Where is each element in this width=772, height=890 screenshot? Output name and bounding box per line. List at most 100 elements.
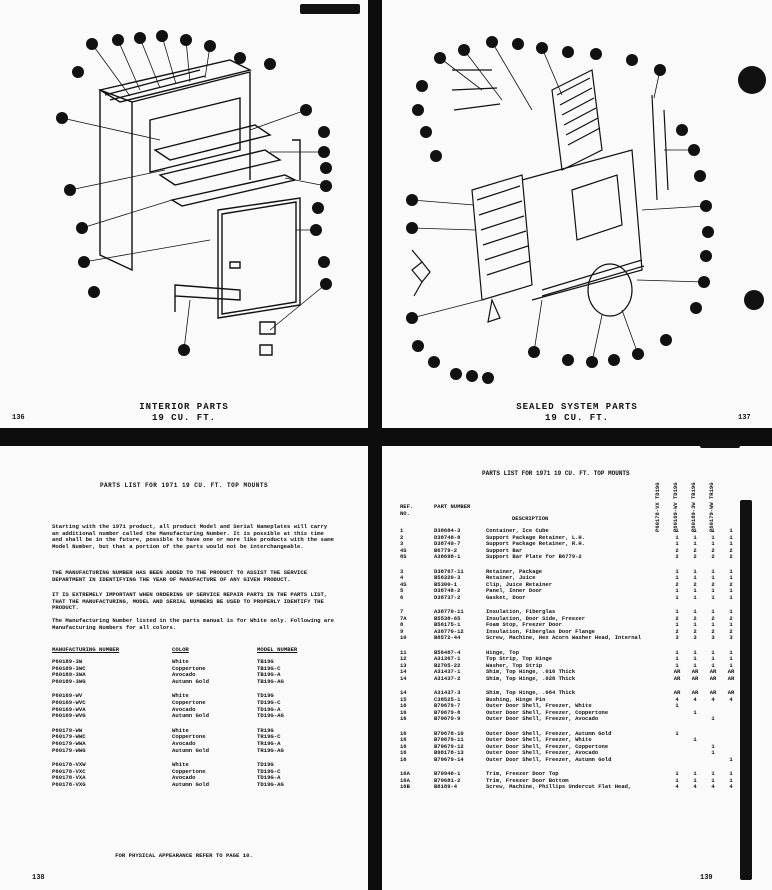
qty-cell: 1: [711, 742, 715, 750]
ref-number-cell: 16: [400, 715, 407, 722]
qty-cell: 1: [711, 655, 715, 662]
part-number-cell: D38767-11: [434, 567, 464, 575]
part-number-cell: A31367-1: [434, 655, 461, 662]
ref-number-cell: 16B: [400, 783, 410, 790]
description-cell: Insulation, Fiberglas Door Flange: [486, 628, 595, 635]
qty-cell: 4: [693, 695, 697, 703]
qty-cell: 1: [729, 533, 733, 541]
qty-cell: AR: [709, 674, 717, 682]
qty-cell: AR: [691, 674, 699, 682]
qty-cell: 2: [711, 580, 715, 588]
page-number-139: 139: [700, 874, 713, 882]
manufacturing-number-cell: P60189-3WC: [52, 664, 86, 672]
part-number-cell: C38525-1: [434, 695, 461, 703]
ref-number-cell: 16: [400, 736, 407, 743]
qty-cell: AR: [727, 668, 735, 675]
manufacturing-number-cell: P60179-WWG: [52, 746, 86, 754]
part-number-cell: B70679-8: [434, 708, 461, 716]
page-number-136: 136: [12, 414, 25, 422]
qty-cell: 1: [675, 648, 679, 656]
qty-cell: 2: [729, 614, 733, 622]
part-number-cell: D38737-2: [434, 593, 461, 601]
header-model-number: MODEL NUMBER: [257, 646, 298, 653]
part-number-cell: B98178-13: [434, 749, 464, 756]
interior-caption-line2: 19 CU. FT.: [151, 413, 216, 423]
description-cell: Outer Door Shell, Freezer, Avocado: [486, 750, 599, 756]
description-cell: Panel, Inner Door: [486, 588, 543, 594]
manufacturing-number-cell: P60178-VXG: [52, 780, 86, 788]
model-number-cell: TD19G-C: [257, 767, 281, 775]
manufacturing-number-cell: P60169-WV: [52, 692, 83, 700]
parts-list-page: PARTS LIST FOR 1971 19 CU. FT. TOP MOUNT…: [382, 446, 772, 890]
color-cell: White: [172, 761, 189, 769]
column-header-ref: REF. NO.: [400, 503, 414, 517]
color-cell: Autumn Gold: [172, 677, 209, 685]
description-cell: Shim, Top Hinge, .028 Thick: [486, 675, 576, 682]
sealed-caption-line2: 19 CU. FT.: [544, 413, 609, 423]
table-row: 9 A38770-12 Insulation, Fiberglas Door Fla…: [400, 627, 760, 636]
ref-number-cell: 5: [400, 587, 404, 594]
part-number-cell: B5538-65: [434, 614, 461, 622]
model-number-cell: TD19G-AG: [257, 712, 284, 720]
group-spacer: [52, 720, 334, 728]
qty-cell: 2: [693, 627, 697, 635]
ref-number-cell: 4S: [400, 546, 407, 554]
part-number-cell: B70679-7: [434, 702, 461, 709]
manufacturing-number-cell: P60178-VXA: [52, 774, 86, 782]
qty-cell: 1: [693, 587, 697, 594]
purpose-paragraph: THE MANUFACTURING NUMBER HAS BEEN ADDED …: [52, 569, 308, 583]
part-number-cell: B56487-4: [434, 648, 461, 656]
model-number-cell: TB19G-C: [257, 664, 281, 672]
color-cell: Autumn Gold: [172, 712, 209, 720]
qty-cell: 2: [711, 546, 715, 554]
ref-number-cell: 6: [400, 593, 404, 601]
sealed-system-diagram: [406, 36, 766, 384]
qty-cell: 1: [729, 593, 733, 601]
qty-cell: 1: [711, 587, 715, 594]
qty-cell: 3: [729, 634, 733, 641]
qty-cell: 2: [729, 553, 733, 560]
part-number-cell: B56175-1: [434, 621, 461, 628]
ref-number-cell: 12: [400, 655, 407, 662]
interior-parts-page: INTERIOR PARTS 19 CU. FT. 136: [0, 0, 368, 428]
manufacturing-number-cell: P60169-WVA: [52, 705, 86, 713]
color-cell: Avocado: [172, 705, 196, 713]
part-number-cell: A38770-12: [434, 627, 464, 635]
ref-number-cell: 13: [400, 661, 407, 669]
qty-cell: 1: [693, 770, 697, 777]
part-number-cell: D38748-2: [434, 587, 461, 594]
qty-cell: 3: [693, 634, 697, 641]
qty-cell: 1: [693, 593, 697, 601]
qty-cell: 1: [675, 540, 679, 547]
description-cell: Washer, Top Strip: [486, 662, 543, 669]
qty-cell: [686, 757, 704, 764]
interior-caption: INTERIOR PARTS 19 CU. FT.: [0, 402, 368, 424]
part-number-cell: B70678-10: [434, 729, 464, 737]
qty-cell: 4: [675, 695, 679, 703]
qty-cell: AR: [673, 668, 681, 675]
ref-number-cell: 9: [400, 627, 404, 635]
color-cell: Avocado: [172, 774, 196, 782]
column-header-description: DESCRIPTION: [512, 515, 549, 522]
model-header-2: P60169-WV TD19G: [672, 482, 679, 532]
manufacturing-table-header: MANUFACTURING NUMBER COLOR MODEL NUMBER: [52, 646, 334, 653]
part-number-cell: B70679-11: [434, 736, 464, 743]
ref-number-cell: 15: [400, 695, 407, 703]
qty-cell: 1: [693, 540, 697, 547]
part-number-cell: D38684-3: [434, 527, 461, 534]
qty-cell: 1: [711, 749, 715, 756]
manufacturing-number-cell: P60178-VXW: [52, 761, 86, 769]
qty-cell: 1: [675, 655, 679, 662]
qty-cell: 1: [711, 776, 715, 784]
ref-number-cell: 14: [400, 689, 407, 696]
ref-number-cell: 3: [400, 540, 404, 547]
